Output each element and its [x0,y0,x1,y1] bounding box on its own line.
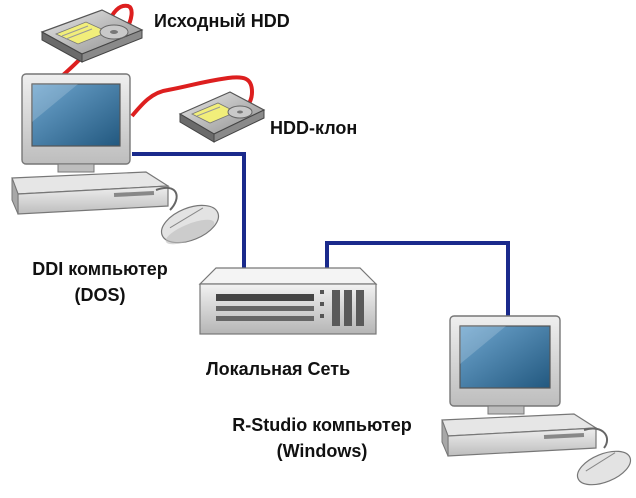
desktop-computer-icon [11,73,220,245]
clone-hdd-label: HDD-клон [270,118,358,138]
ddi-computer-label-line2: (DOS) [74,285,126,305]
ddi-computer-label-line1: DDI компьютер [32,259,168,279]
cable-ddi-to-network [132,152,246,270]
rstudio-computer-label: R-Studio компьютер (Windows) [210,414,434,462]
desktop-computer-icon [441,315,632,486]
cable-network-to-rstudio [325,241,510,318]
cable-clone-hdd [130,75,255,118]
network-cables [132,152,510,318]
network-label: Локальная Сеть [206,359,351,379]
rstudio-computer-label-line2: (Windows) [276,441,368,461]
source-hdd-label: Исходный HDD [154,11,290,31]
hard-drive-icon [178,91,266,143]
ddi-computer-label: DDI компьютер (DOS) [0,258,200,306]
hard-drive-icon [40,9,144,63]
network-server-icon [198,267,378,335]
rstudio-computer-label-line1: R-Studio компьютер [232,415,412,435]
